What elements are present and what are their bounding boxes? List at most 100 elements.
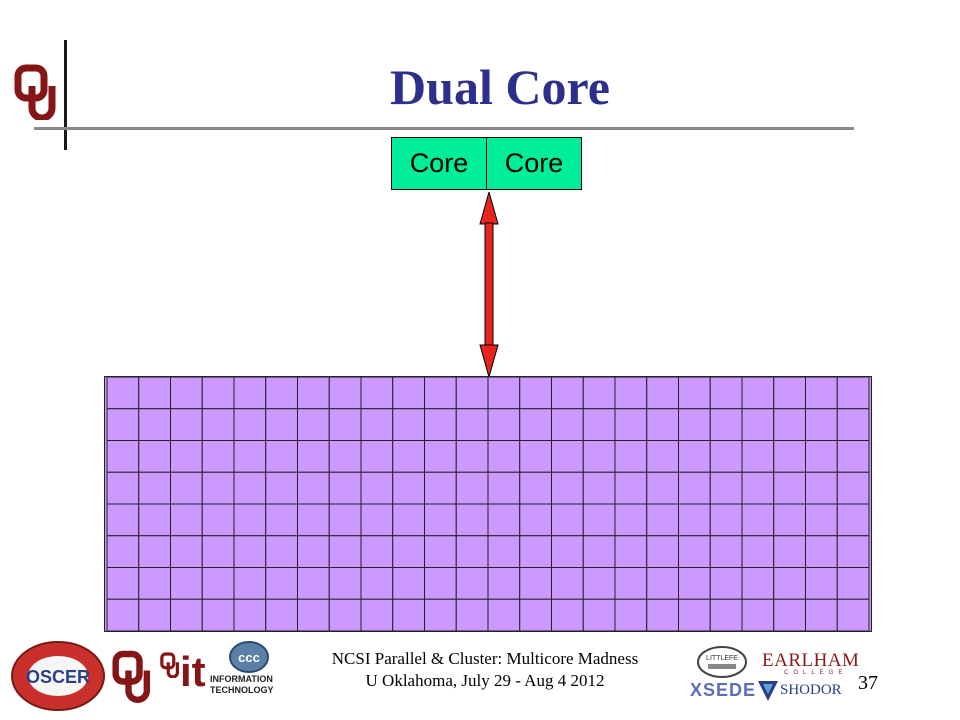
memory-cell [773,598,806,631]
memory-cell [106,377,140,410]
memory-cell [487,503,521,537]
memory-cell [201,377,235,410]
memory-cell [297,567,330,600]
it-logo: it INFORMATION TECHNOLOGY [158,648,288,704]
memory-cell [582,440,616,473]
memory-cell [328,471,362,505]
memory-cell [106,471,140,505]
memory-cell [265,598,298,631]
memory-cell [678,598,711,631]
memory-cell [424,377,457,410]
memory-cell [360,440,394,473]
memory-cell [646,471,679,505]
memory-cell [678,440,711,473]
memory-cell [201,598,235,631]
memory-cell [805,598,838,631]
memory-cell [487,377,521,410]
memory-cell [646,598,679,631]
memory-cell [201,503,235,537]
memory-cell [106,567,140,600]
memory-cell [805,471,838,505]
memory-cell [424,567,457,600]
memory-cell [582,408,616,441]
memory-cell [455,598,489,631]
memory-cell [836,471,870,505]
memory-cell [487,567,521,600]
memory-cell [201,408,235,441]
memory-cell [233,503,267,537]
memory-cell [551,408,584,441]
memory-cell [328,408,362,441]
memory-cell [678,408,711,441]
it-line1: INFORMATION [210,674,273,684]
earlham-sub: COLLEGE [784,670,848,676]
memory-cell [582,377,616,410]
memory-cell [519,408,552,441]
memory-cell [360,377,394,410]
memory-cell [709,503,743,537]
memory-cell [455,535,489,568]
memory-cell [201,471,235,505]
memory-cell [646,440,679,473]
memory-cell [233,377,267,410]
shodor-v-icon [758,681,778,701]
memory-cell [424,408,457,441]
memory-cell [138,377,171,410]
memory-cell [519,503,552,537]
memory-cell [233,567,267,600]
memory-cell [741,377,775,410]
memory-cell [678,503,711,537]
memory-cell [614,598,648,631]
memory-cell [138,535,171,568]
memory-cell [773,440,806,473]
memory-cell [360,567,394,600]
memory-cell [424,440,457,473]
memory-cell [328,598,362,631]
memory-cell [614,440,648,473]
page-number: 37 [858,672,878,694]
memory-cell [201,535,235,568]
memory-cell [582,503,616,537]
memory-cell [678,567,711,600]
memory-cell [170,408,203,441]
memory-cell [201,567,235,600]
memory-cell [424,471,457,505]
memory-cell [106,598,140,631]
memory-cell [551,503,584,537]
memory-cell [551,598,584,631]
memory-cell [773,377,806,410]
memory-cell [138,408,171,441]
memory-cell [328,440,362,473]
memory-cell [836,408,870,441]
memory-cell [582,471,616,505]
memory-cell [265,567,298,600]
memory-cell [614,503,648,537]
memory-cell [551,567,584,600]
memory-cell [392,503,425,537]
oscer-text: OSCER [26,667,90,687]
memory-cell [582,535,616,568]
memory-cell [328,503,362,537]
memory-cell [519,598,552,631]
memory-cell [551,535,584,568]
memory-cell [297,535,330,568]
memory-cell [836,503,870,537]
memory-cell [138,440,171,473]
memory-cell [297,408,330,441]
memory-cell [614,535,648,568]
memory-cell [360,535,394,568]
memory-cell [138,503,171,537]
xsede-logo: XSEDE [690,680,757,700]
memory-cell [360,471,394,505]
memory-cell [836,440,870,473]
memory-cell [328,567,362,600]
memory-cell [519,567,552,600]
memory-cell [265,535,298,568]
memory-cell [233,535,267,568]
memory-cell [614,377,648,410]
memory-cell [836,377,870,410]
memory-cell [519,471,552,505]
memory-cell [170,503,203,537]
memory-cell [328,377,362,410]
memory-cell [487,598,521,631]
